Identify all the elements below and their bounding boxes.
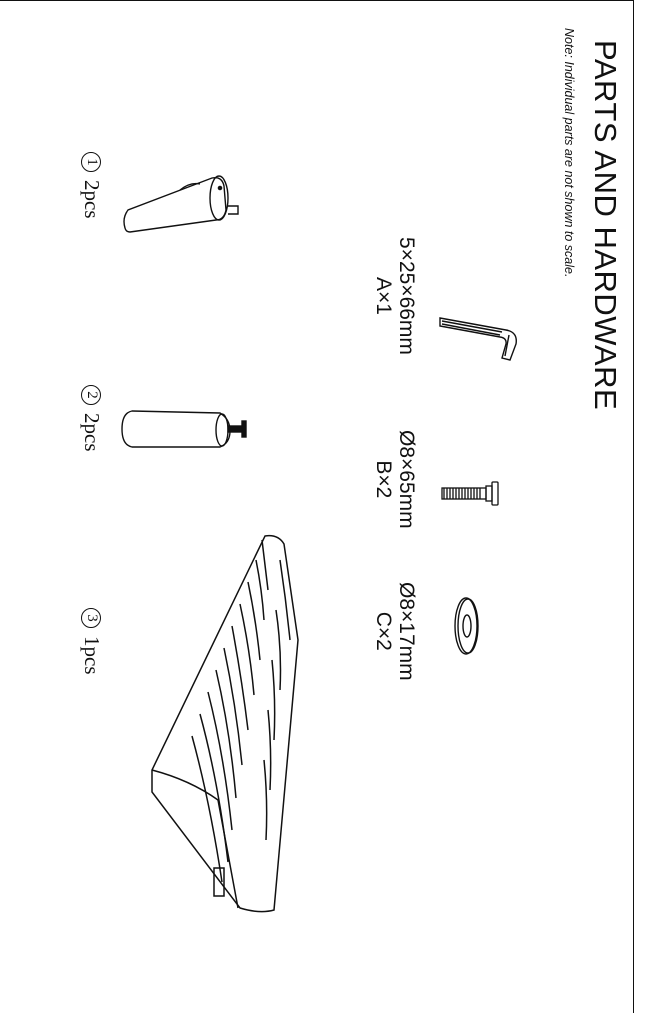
page-title: PARTS AND HARDWARE bbox=[588, 40, 623, 411]
part-3-number: 3 bbox=[81, 608, 102, 628]
washer-icon bbox=[454, 597, 479, 655]
hardware-b-code: B×2 bbox=[372, 460, 395, 499]
allen-key-icon bbox=[439, 317, 517, 361]
part-1-number: 1 bbox=[81, 152, 102, 172]
scale-note: Note: Individual parts are not shown to … bbox=[562, 28, 576, 278]
hardware-label-b: Ø8×65mm B×2 bbox=[372, 430, 418, 529]
cylinder-leg-icon bbox=[121, 410, 247, 448]
part-label-1: 1 2pcs bbox=[79, 152, 104, 219]
hardware-b-size: Ø8×65mm bbox=[395, 430, 418, 529]
hardware-a-code: A×1 bbox=[372, 276, 395, 315]
part-label-2: 2 2pcs bbox=[79, 385, 104, 452]
part-2-number: 2 bbox=[81, 385, 102, 405]
tapered-leg-icon bbox=[123, 175, 239, 233]
part-label-3: 3 1pcs bbox=[79, 608, 104, 675]
hardware-label-c: Ø8×17mm C×2 bbox=[372, 582, 418, 681]
tufted-cushion-icon bbox=[151, 534, 299, 913]
hardware-c-code: C×2 bbox=[372, 611, 395, 651]
hardware-a-size: 5×25×66mm bbox=[395, 237, 418, 355]
hardware-c-size: Ø8×17mm bbox=[395, 582, 418, 681]
part-1-qty: 2pcs bbox=[80, 180, 104, 219]
part-3-qty: 1pcs bbox=[80, 636, 104, 675]
bolt-icon bbox=[441, 481, 499, 506]
hardware-label-a: 5×25×66mm A×1 bbox=[372, 237, 418, 355]
part-2-qty: 2pcs bbox=[80, 413, 104, 452]
